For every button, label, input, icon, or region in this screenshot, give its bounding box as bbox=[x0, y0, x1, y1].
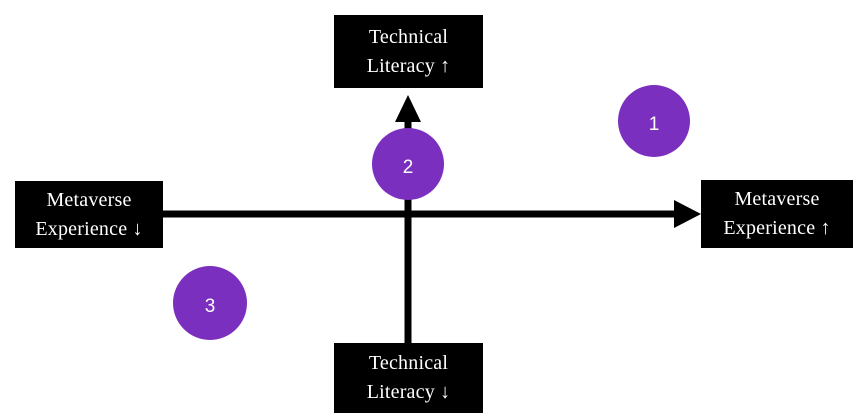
axis-label-line-1: Technical bbox=[368, 25, 449, 48]
axis-label-line-2: Literacy ↑ bbox=[366, 54, 451, 77]
persona-marker-label: 3 bbox=[204, 296, 216, 317]
horizontal-axis-arrowhead bbox=[674, 200, 701, 228]
axis-label-line-2: Experience ↓ bbox=[35, 217, 143, 240]
persona-marker-2: 2 bbox=[372, 128, 444, 200]
axis-label-line-2: Experience ↑ bbox=[723, 217, 831, 239]
axis-label-metaverse-experience-low: Metaverse Experience ↓ bbox=[15, 181, 163, 248]
persona-marker-label: 2 bbox=[402, 157, 414, 178]
vertical-axis-arrowhead bbox=[395, 95, 421, 122]
axis-label-metaverse-experience-high: Metaverse Experience ↑ bbox=[701, 180, 853, 248]
axis-label-technical-literacy-low: Technical Literacy ↓ bbox=[334, 343, 483, 413]
axis-label-line-1: Metaverse bbox=[46, 188, 132, 211]
persona-marker-label: 1 bbox=[648, 114, 660, 135]
axis-label-technical-literacy-high: Technical Literacy ↑ bbox=[334, 15, 483, 88]
axis-label-line-2: Literacy ↓ bbox=[366, 381, 451, 403]
persona-marker-1: 1 bbox=[618, 85, 690, 157]
axis-label-line-1: Technical bbox=[368, 352, 449, 374]
persona-marker-3: 3 bbox=[173, 266, 247, 340]
axis-label-line-1: Metaverse bbox=[734, 188, 820, 210]
